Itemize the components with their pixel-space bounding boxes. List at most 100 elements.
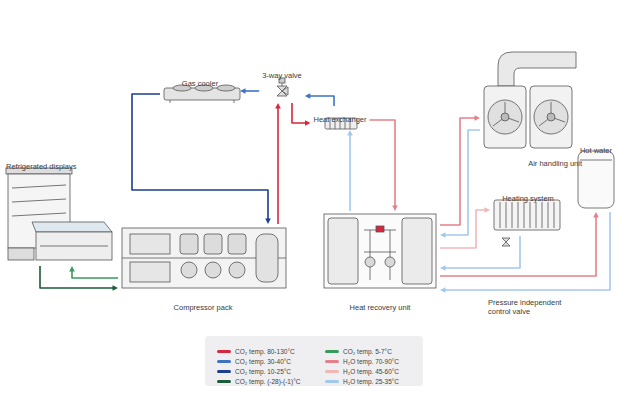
pipe	[444, 130, 481, 235]
pipe	[440, 216, 596, 277]
legend-swatch	[217, 350, 231, 353]
pipe	[244, 90, 260, 92]
legend-swatch	[217, 370, 231, 373]
compressor-art	[122, 228, 286, 288]
component: Heat recovery unit	[320, 211, 440, 308]
pipe	[440, 118, 477, 225]
component-label: Air handling unit	[528, 159, 582, 168]
pack-frame	[122, 228, 286, 288]
pipe	[132, 94, 268, 221]
legend-panel: CO₂ temp. 80-130°CCO₂ temp. 30-40°CCO₂ t…	[205, 336, 423, 386]
chest-glass	[32, 222, 112, 232]
component-label: Heat exchanger	[314, 115, 367, 124]
legend-swatch	[217, 360, 231, 363]
legend-text: CO₂ temp. 10-25°C	[235, 368, 291, 376]
component: Heating system	[490, 186, 566, 236]
arrowhead	[265, 219, 271, 225]
legend-text: H₂O temp. 25-35°C	[343, 378, 399, 386]
unit-piping	[364, 230, 396, 280]
shelf	[12, 213, 66, 216]
component: 3-way valve	[259, 63, 305, 103]
arrowhead	[240, 88, 246, 94]
arrowhead	[275, 103, 281, 109]
pump	[385, 257, 395, 267]
arrowhead	[113, 285, 119, 291]
arrowhead	[440, 265, 446, 271]
pipe	[40, 266, 115, 288]
air-handling-art	[484, 52, 576, 148]
radiator	[494, 200, 560, 230]
compressor	[205, 262, 221, 278]
fan-hub	[501, 113, 509, 121]
legend-swatch	[325, 370, 339, 373]
radiator-fins	[500, 202, 554, 228]
control-valve	[502, 242, 510, 246]
annotation-label: Pressure independent control valve	[488, 298, 580, 316]
arrowhead	[485, 207, 491, 213]
unit-valve	[376, 226, 384, 232]
chest-trim	[40, 246, 108, 247]
fan-blades	[493, 102, 519, 126]
pipe	[308, 96, 334, 106]
fan-blades	[539, 102, 565, 126]
tank	[578, 151, 614, 208]
pipe	[277, 107, 279, 225]
leg	[170, 100, 171, 103]
valve-art	[277, 78, 288, 96]
fan	[217, 85, 235, 91]
compressor	[228, 234, 246, 254]
component: Compressor pack	[118, 224, 288, 308]
fan-housing	[530, 86, 572, 148]
pipe	[72, 270, 118, 279]
legend-swatch	[325, 380, 339, 383]
arrowhead	[475, 115, 481, 121]
component: Heat exchanger	[311, 106, 370, 130]
arrowhead	[440, 232, 446, 238]
hot-water-art	[578, 151, 614, 208]
tank-seam	[580, 160, 612, 161]
cabinet	[402, 218, 432, 284]
component-label: Compressor pack	[174, 303, 233, 312]
shelf	[12, 199, 66, 202]
cabinet	[328, 218, 358, 284]
fan-ring	[488, 100, 522, 134]
arrowhead	[305, 120, 311, 126]
displays-art	[6, 168, 112, 260]
shelf	[12, 185, 66, 188]
receiver	[256, 234, 278, 282]
radiator-art	[494, 200, 560, 246]
leg	[234, 100, 235, 103]
component-label: Heat recovery unit	[350, 303, 411, 312]
pipe	[369, 120, 395, 208]
legend-text: H₂O temp. 45-60°C	[343, 368, 399, 376]
legend-swatch	[325, 350, 339, 353]
arrowhead	[347, 130, 353, 136]
pipe	[440, 210, 487, 248]
legend-text: H₂O temp. 70-90°C	[343, 358, 399, 366]
pipe	[444, 236, 521, 268]
panel	[130, 262, 170, 282]
pipe	[349, 134, 351, 212]
compressor	[204, 234, 222, 254]
compressor	[229, 262, 245, 278]
fan-hub	[547, 113, 555, 121]
unit-frame	[324, 214, 436, 288]
component-label: Gas cooler	[182, 79, 218, 88]
heat-recovery-art	[324, 214, 436, 288]
arrowhead	[440, 287, 446, 293]
pipe	[292, 103, 307, 123]
legend-text: CO₂ temp. (-28)-(-1)°C	[235, 378, 300, 386]
duct	[498, 52, 576, 86]
component: Air handling unit	[480, 48, 584, 163]
compressor	[180, 234, 198, 254]
component: Refrigerated displays	[4, 154, 112, 266]
chest-freezer	[36, 232, 112, 260]
control-valve	[502, 238, 510, 242]
component-label: Hot water	[580, 146, 612, 155]
legend-swatch	[325, 360, 339, 363]
component-label: 3-way valve	[262, 71, 302, 80]
component: Gas cooler	[160, 71, 240, 104]
arrowhead	[69, 266, 75, 272]
component-label: Heating system	[502, 194, 554, 203]
